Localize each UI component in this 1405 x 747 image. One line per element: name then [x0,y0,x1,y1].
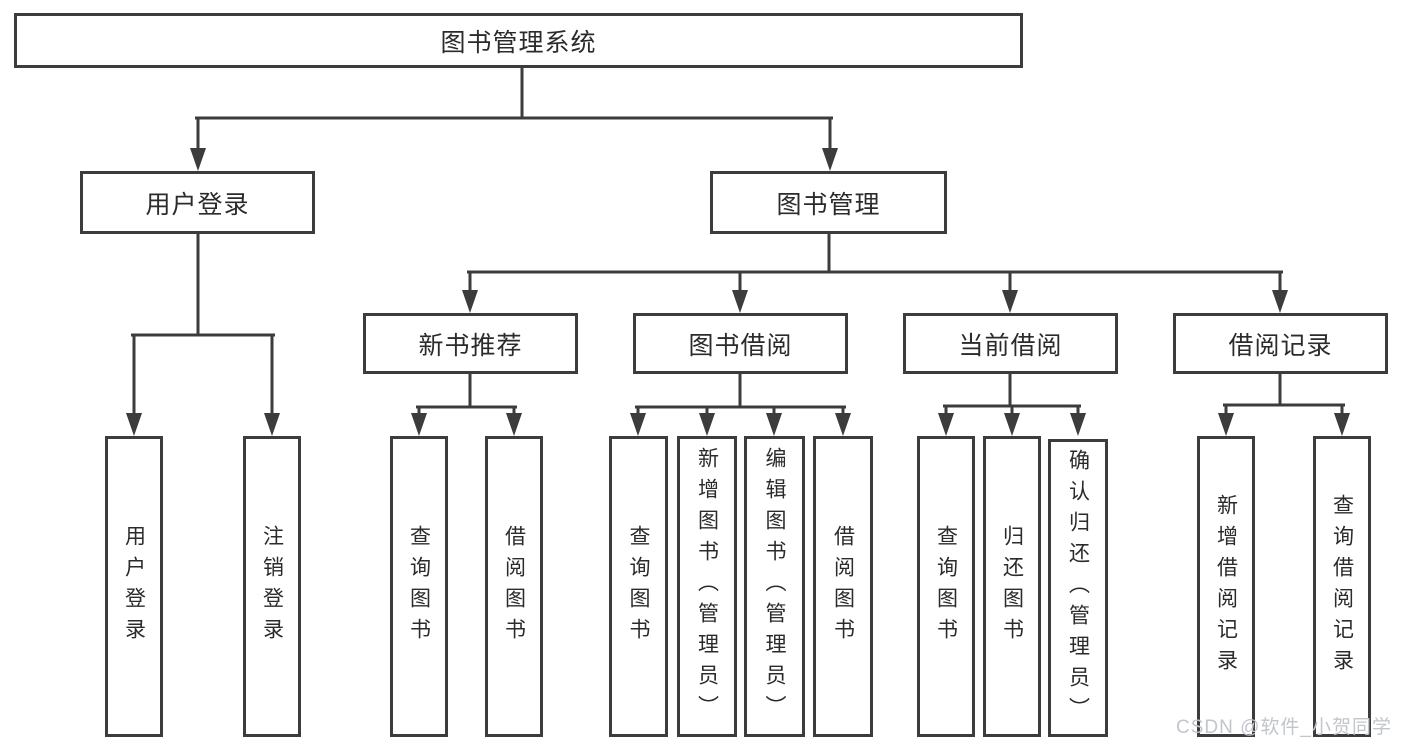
node-label: 查询图书 [627,524,650,649]
leaf-borrow-books: 借阅图书 [813,436,873,737]
node-label: 借阅图书 [831,524,855,649]
node-new-book-recommend: 新书推荐 [363,313,578,374]
leaf-add-books-admin: 新增图书（管理员） [677,436,737,737]
node-current-borrow: 当前借阅 [903,313,1118,374]
node-label: 图书借阅 [688,331,793,360]
leaf-add-borrow-record: 新增借阅记录 [1197,436,1255,737]
node-label: 确认归还（管理员） [1066,448,1090,728]
leaf-edit-books-admin: 编辑图书（管理员） [744,436,805,737]
node-label: 当前借阅 [958,331,1063,360]
node-user-login: 用户登录 [80,171,315,234]
node-label: 借阅记录 [1228,331,1333,360]
leaf-query-books-recommend: 查询图书 [390,436,448,737]
leaf-query-books-borrow: 查询图书 [609,436,668,737]
leaf-confirm-return-admin: 确认归还（管理员） [1048,439,1108,737]
leaf-return-books: 归还图书 [983,436,1041,737]
node-label: 用户登录 [145,190,250,219]
node-label: 查询图书 [407,524,431,649]
leaf-query-borrow-record: 查询借阅记录 [1313,436,1371,737]
leaf-borrow-books-recommend: 借阅图书 [485,436,543,737]
node-book-management-system: 图书管理系统 [14,13,1023,68]
node-label: 图书管理系统 [440,28,597,57]
node-label: 新增借阅记录 [1214,493,1238,680]
node-label: 借阅图书 [502,524,526,649]
node-label: 新增图书（管理员） [695,447,719,726]
node-label: 归还图书 [1000,524,1024,649]
node-label: 查询图书 [934,524,958,649]
node-book-borrow: 图书借阅 [633,313,848,374]
leaf-query-books-current: 查询图书 [917,436,975,737]
node-label: 编辑图书（管理员） [763,447,786,726]
node-label: 注销登录 [260,524,284,649]
node-label: 查询借阅记录 [1330,493,1354,680]
node-label: 用户登录 [122,524,146,649]
csdn-watermark: CSDN @软件_小贺同学 [1176,717,1392,738]
leaf-user-login: 用户登录 [105,436,163,737]
node-book-management: 图书管理 [710,171,947,234]
node-borrow-records: 借阅记录 [1173,313,1388,374]
node-label: 图书管理 [776,190,881,219]
node-label: 新书推荐 [418,331,523,360]
leaf-logout: 注销登录 [243,436,301,737]
